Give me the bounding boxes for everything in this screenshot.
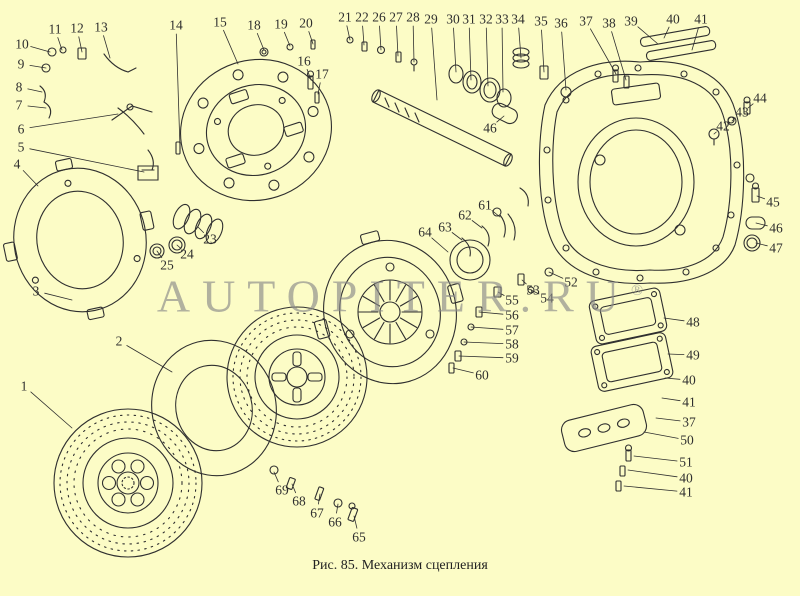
clutch-disc-1 xyxy=(54,409,202,557)
part-callout-31: 31 xyxy=(462,11,476,27)
figure-caption: Рис. 85. Механизм сцепления xyxy=(312,558,488,573)
part-callout-7: 7 xyxy=(15,97,23,113)
bellhousing xyxy=(539,61,743,283)
part-callout-33: 33 xyxy=(495,11,509,27)
part-callout-48: 48 xyxy=(686,314,700,330)
part-callout-53: 53 xyxy=(526,282,540,298)
part-callout-40: 40 xyxy=(666,11,680,27)
rings-24-25 xyxy=(150,237,185,258)
part-callout-18: 18 xyxy=(247,17,261,33)
part-callout-32: 32 xyxy=(479,11,493,27)
part-callout-28: 28 xyxy=(406,9,420,25)
part-callout-10: 10 xyxy=(15,36,29,52)
part-callout-25: 25 xyxy=(160,257,174,273)
part-callout-44: 44 xyxy=(753,90,767,106)
leader-lines xyxy=(23,26,767,528)
part-callout-4: 4 xyxy=(13,156,21,172)
part-callout-62: 62 xyxy=(458,207,472,223)
bottom-fasteners xyxy=(270,466,358,522)
part-callout-6: 6 xyxy=(17,121,25,137)
part-callout-54: 54 xyxy=(540,290,554,306)
bottom-right-bolts xyxy=(616,445,632,491)
part-callout-3: 3 xyxy=(32,283,40,299)
part-callout-41: 41 xyxy=(682,394,696,410)
part-callout-58: 58 xyxy=(505,336,519,352)
part-callout-15: 15 xyxy=(213,14,227,30)
part-callout-27: 27 xyxy=(389,9,403,25)
part-callout-68: 68 xyxy=(292,493,306,509)
clutch-disc-3 xyxy=(227,307,367,447)
right-small-parts xyxy=(709,97,765,251)
part-callout-46: 46 xyxy=(483,120,497,136)
part-callout-5: 5 xyxy=(17,139,25,155)
part-callout-1: 1 xyxy=(20,378,28,394)
part-callout-41: 41 xyxy=(679,484,693,500)
part-callout-9: 9 xyxy=(17,56,25,72)
part-callout-45: 45 xyxy=(766,194,780,210)
part-callout-22: 22 xyxy=(355,9,369,25)
input-shaft-29 xyxy=(370,89,520,168)
clutch-cover-15 xyxy=(162,40,350,220)
part-callout-60: 60 xyxy=(475,367,489,383)
part-callout-37: 37 xyxy=(579,13,593,29)
part-callout-40: 40 xyxy=(682,372,696,388)
part-callout-20: 20 xyxy=(299,15,313,31)
part-callout-8: 8 xyxy=(15,79,23,95)
gasket-strips-39 xyxy=(640,26,716,61)
release-bearing-parts xyxy=(450,240,553,297)
part-callout-64: 64 xyxy=(418,224,432,240)
part-callout-2: 2 xyxy=(115,333,123,349)
part-callout-34: 34 xyxy=(511,11,525,27)
part-callout-14: 14 xyxy=(169,17,183,33)
part-callout-59: 59 xyxy=(505,350,519,366)
part-callout-19: 19 xyxy=(274,16,288,32)
part-callout-49: 49 xyxy=(686,347,700,363)
part-callout-57: 57 xyxy=(505,322,519,338)
part-callout-65: 65 xyxy=(352,529,366,545)
part-callout-38: 38 xyxy=(602,15,616,31)
part-callout-41: 41 xyxy=(694,11,708,27)
gasket-48 xyxy=(588,287,668,345)
part-callout-24: 24 xyxy=(180,246,194,262)
part-callout-30: 30 xyxy=(446,11,460,27)
pressure-plate-assembly xyxy=(295,214,480,402)
part-callout-26: 26 xyxy=(372,9,386,25)
part-callout-29: 29 xyxy=(424,11,438,27)
part-callout-55: 55 xyxy=(505,292,519,308)
part-callout-51: 51 xyxy=(679,454,693,470)
part-callout-12: 12 xyxy=(70,20,84,36)
part-callout-67: 67 xyxy=(310,505,324,521)
part-callout-63: 63 xyxy=(438,219,452,235)
part-callout-11: 11 xyxy=(48,21,62,37)
part-callout-46: 46 xyxy=(769,220,783,236)
part-callout-16: 16 xyxy=(297,53,311,69)
coil-spring-23 xyxy=(170,202,226,246)
part-callout-35: 35 xyxy=(534,13,548,29)
part-callout-39: 39 xyxy=(624,13,638,29)
plate-50 xyxy=(559,402,648,453)
part-callout-66: 66 xyxy=(328,514,342,530)
part-callout-40: 40 xyxy=(679,470,693,486)
part-callout-21: 21 xyxy=(338,9,352,25)
part-callout-69: 69 xyxy=(275,482,289,498)
driven-disc-2 xyxy=(137,327,290,489)
part-callout-13: 13 xyxy=(94,19,108,35)
part-callout-36: 36 xyxy=(554,15,568,31)
part-callout-50: 50 xyxy=(680,432,694,448)
part-callout-37: 37 xyxy=(682,414,696,430)
part-callout-23: 23 xyxy=(203,231,217,247)
part-callout-61: 61 xyxy=(478,197,492,213)
part-callout-43: 43 xyxy=(735,104,749,120)
part-callout-47: 47 xyxy=(769,240,783,256)
part-callout-56: 56 xyxy=(505,307,519,323)
part-callout-42: 42 xyxy=(716,118,730,134)
part-callout-17: 17 xyxy=(315,66,329,82)
pressure-plate-4 xyxy=(0,144,170,334)
part-callout-52: 52 xyxy=(564,274,578,290)
